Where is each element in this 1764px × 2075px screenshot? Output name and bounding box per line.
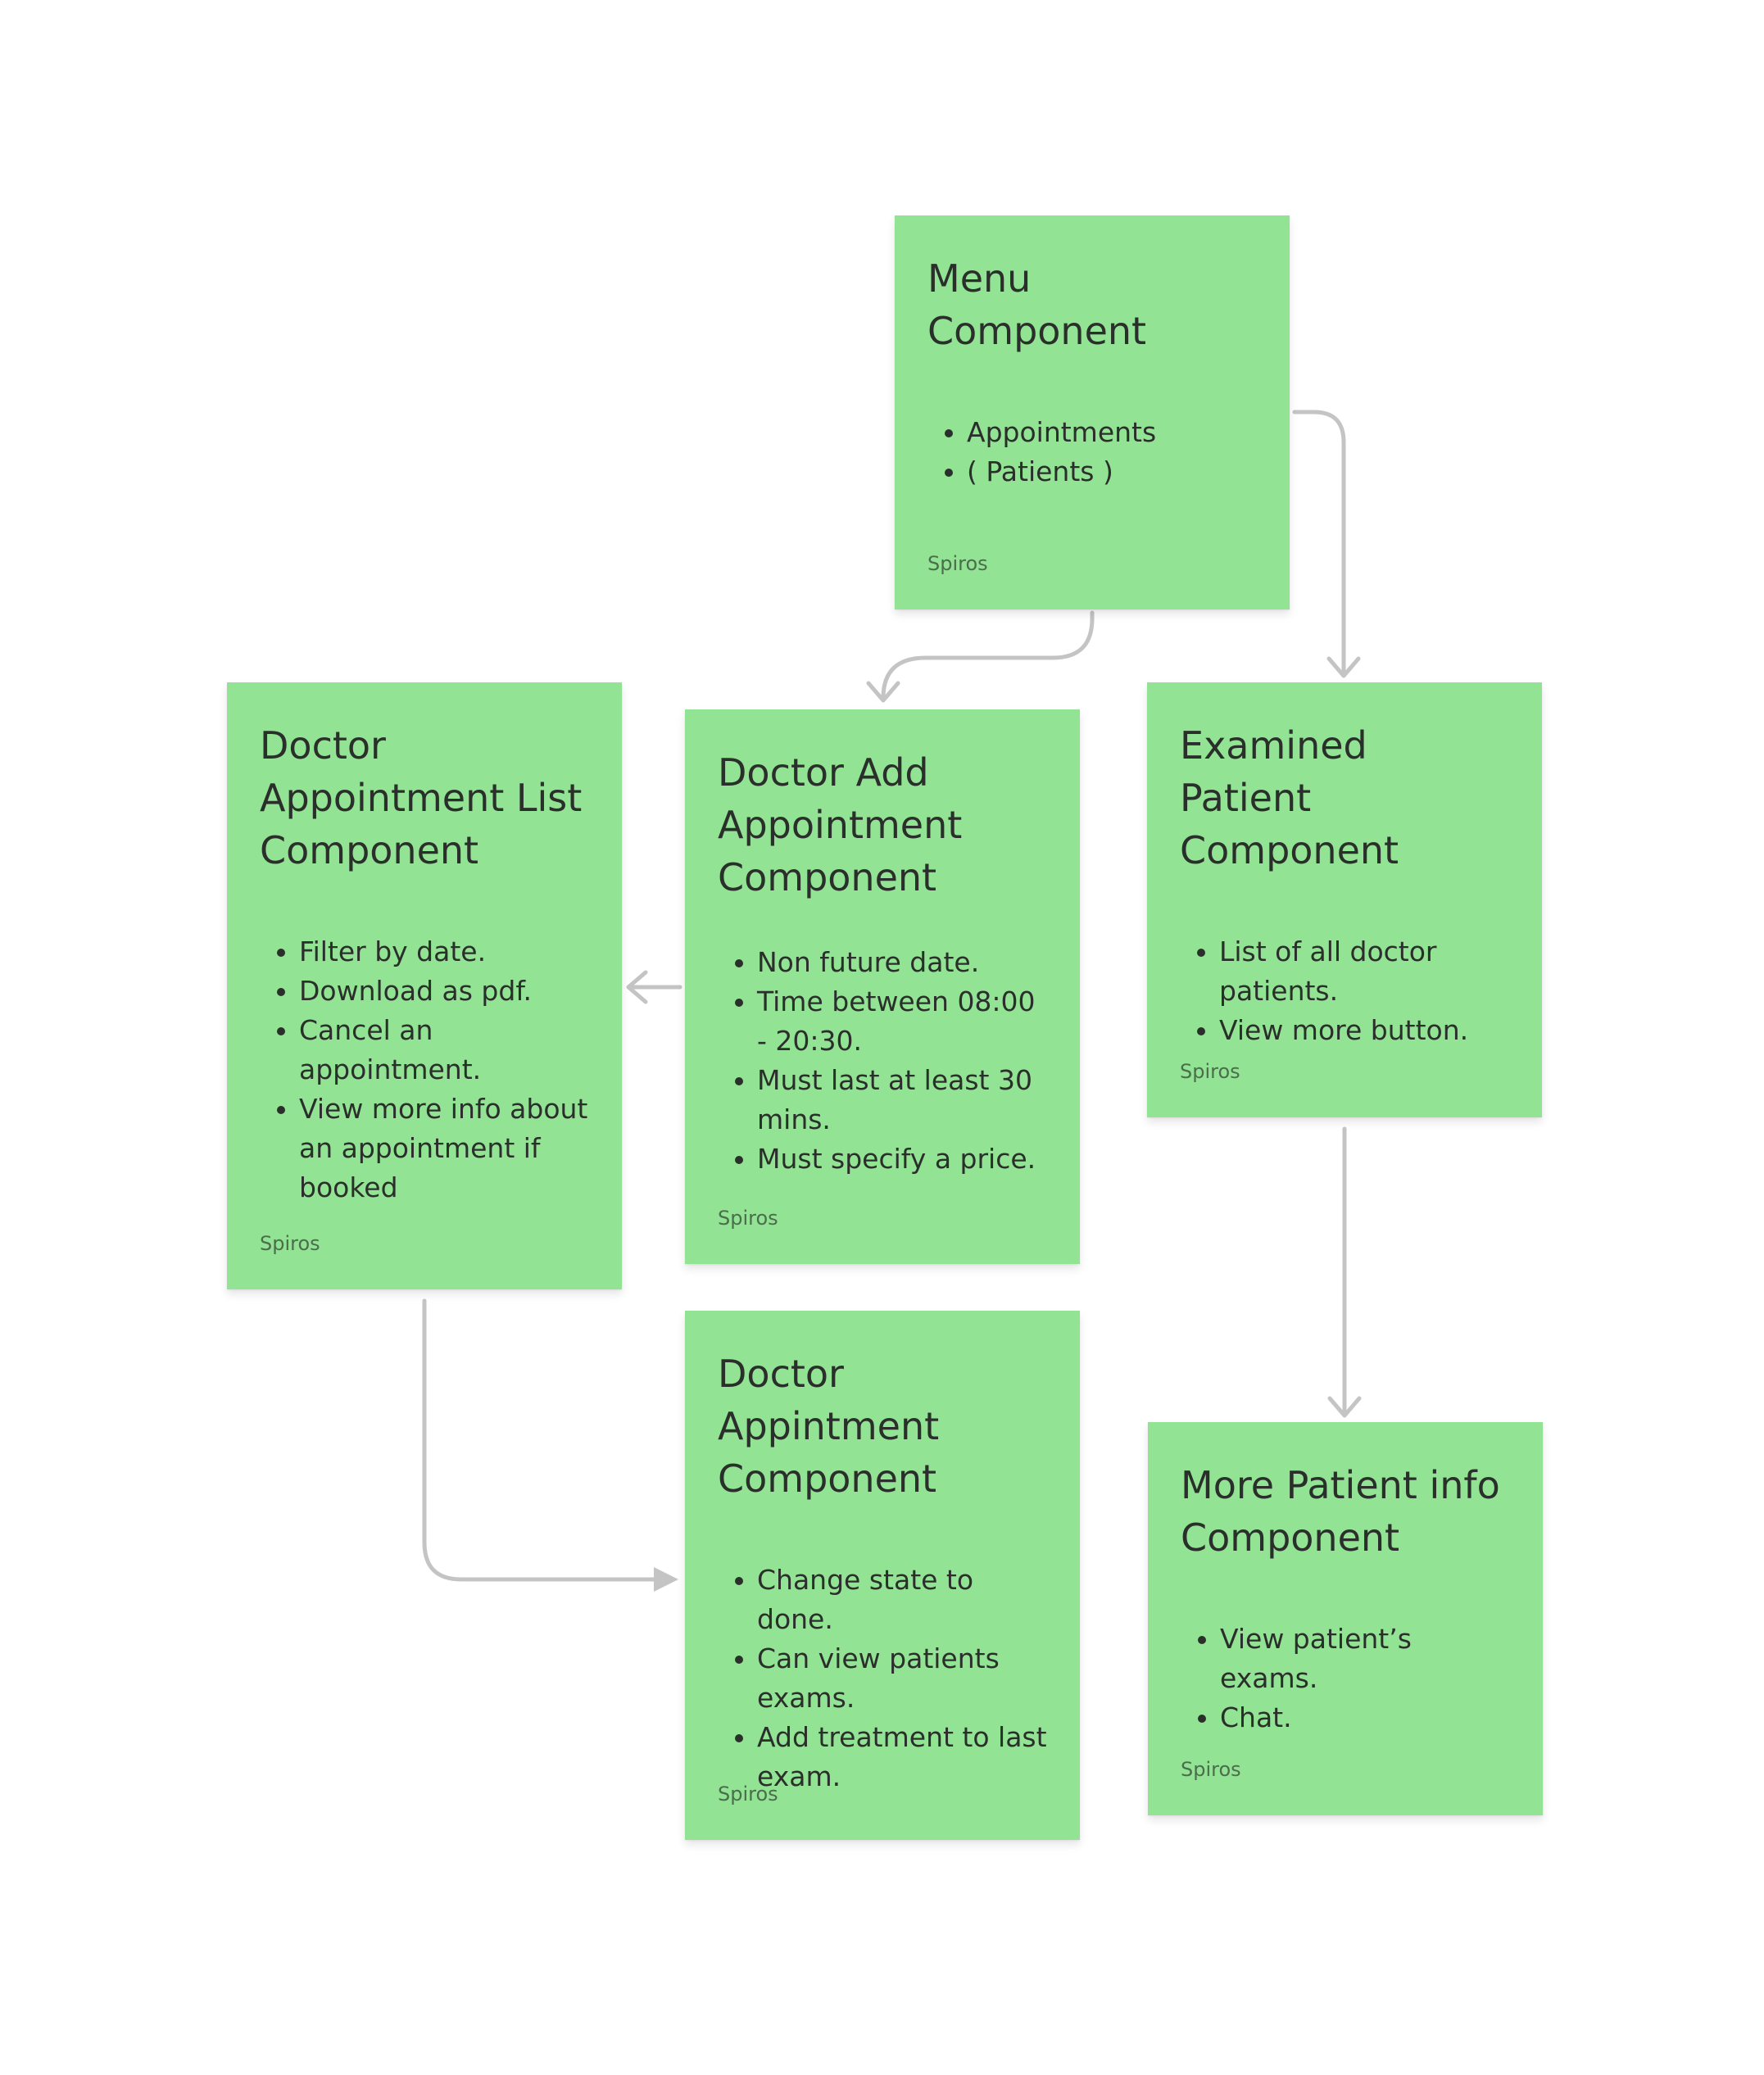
connector-appointment-list-to-appointment[interactable] (422, 1298, 658, 1582)
list-item: Non future date. (757, 943, 1047, 982)
note-title: Examined Patient Component (1180, 723, 1399, 872)
list-item: ( Patients ) (967, 452, 1257, 492)
list-item: View more button. (1219, 1011, 1509, 1050)
list-item: View more info about an appointment if b… (299, 1090, 589, 1207)
list-item: Appointments (967, 413, 1257, 452)
note-author: Spiros (718, 1207, 778, 1230)
note-author: Spiros (260, 1232, 320, 1255)
list-item: Cancel an appointment. (299, 1011, 589, 1090)
note-bullet-list: Filter by date. Download as pdf. Cancel … (260, 932, 589, 1207)
connector-menu-to-examined-patient[interactable] (1292, 410, 1346, 676)
note-bullet-list: View patient’s exams. Chat. (1181, 1620, 1510, 1737)
sticky-note-appointment-component[interactable]: Doctor Appintment Component Change state… (685, 1311, 1080, 1840)
list-item: Must last at least 30 mins. (757, 1061, 1047, 1139)
note-title: Doctor Appintment Component (718, 1352, 940, 1501)
arrowhead-examined-patient (1326, 656, 1361, 678)
list-item: Download as pdf. (299, 972, 589, 1011)
note-bullet-list: Non future date. Time between 08:00 - 20… (718, 943, 1047, 1179)
note-bullet-list: List of all doctor patients. View more b… (1180, 932, 1509, 1050)
arrowhead-appointment (654, 1567, 678, 1592)
sticky-note-examined-patient-component[interactable]: Examined Patient Component List of all d… (1147, 682, 1542, 1117)
list-item: List of all doctor patients. (1219, 932, 1509, 1011)
arrowhead-more-patient-info (1327, 1396, 1362, 1418)
list-item: Change state to done. (757, 1561, 1047, 1639)
sticky-note-add-appointment-component[interactable]: Doctor Add Appointment Component Non fut… (685, 709, 1080, 1264)
note-title: Menu Component (927, 256, 1147, 353)
sticky-note-menu-component[interactable]: Menu Component Appointments ( Patients )… (895, 215, 1290, 609)
note-author: Spiros (1180, 1060, 1240, 1083)
note-title: Doctor Appointment List Component (260, 723, 583, 872)
note-author: Spiros (927, 552, 988, 575)
sticky-note-more-patient-info-component[interactable]: More Patient info Component View patient… (1148, 1422, 1543, 1815)
note-author: Spiros (1181, 1758, 1241, 1781)
list-item: Must specify a price. (757, 1139, 1047, 1179)
list-item: Filter by date. (299, 932, 589, 972)
connector-menu-to-add-appointment[interactable] (881, 610, 1095, 700)
note-bullet-list: Appointments ( Patients ) (927, 413, 1257, 492)
arrowhead-appointment-list (626, 970, 648, 1004)
note-author: Spiros (718, 1783, 778, 1805)
list-item: View patient’s exams. (1220, 1620, 1510, 1698)
list-item: Add treatment to last exam. (757, 1718, 1047, 1796)
note-bullet-list: Change state to done. Can view patients … (718, 1561, 1047, 1796)
note-title: Doctor Add Appointment Component (718, 750, 963, 899)
note-title: More Patient info Component (1181, 1463, 1500, 1560)
arrowhead-add-appointment (866, 681, 900, 703)
list-item: Chat. (1220, 1698, 1510, 1737)
list-item: Can view patients exams. (757, 1639, 1047, 1718)
sticky-note-appointment-list-component[interactable]: Doctor Appointment List Component Filter… (227, 682, 622, 1289)
list-item: Time between 08:00 - 20:30. (757, 982, 1047, 1061)
